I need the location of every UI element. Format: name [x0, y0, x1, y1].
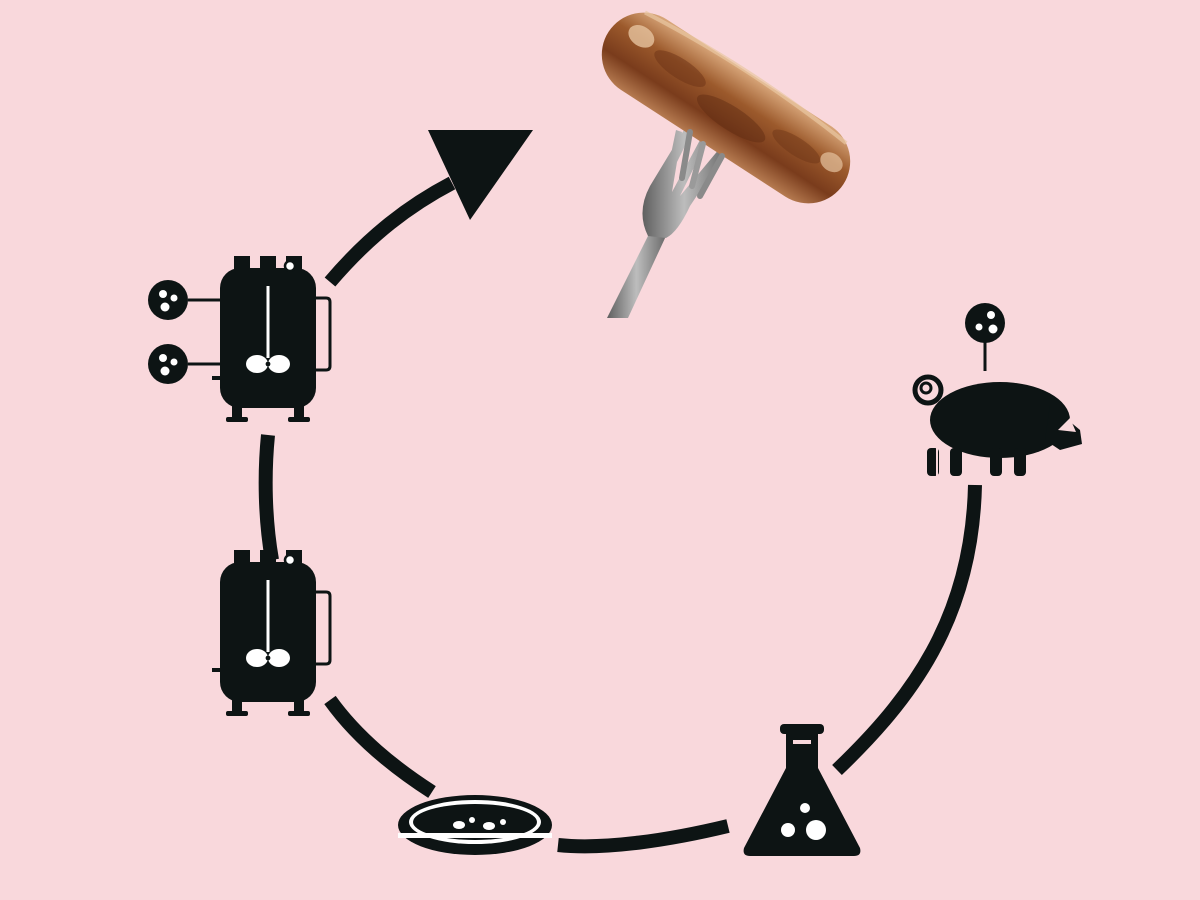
cell-feed-icon-bottom — [148, 344, 188, 384]
cell-feed-icon-top — [148, 280, 188, 320]
petri-dish-icon — [398, 795, 552, 855]
bioreactor-icon — [212, 550, 330, 716]
cycle-arc-small-tank-to-large-tank — [266, 435, 272, 560]
